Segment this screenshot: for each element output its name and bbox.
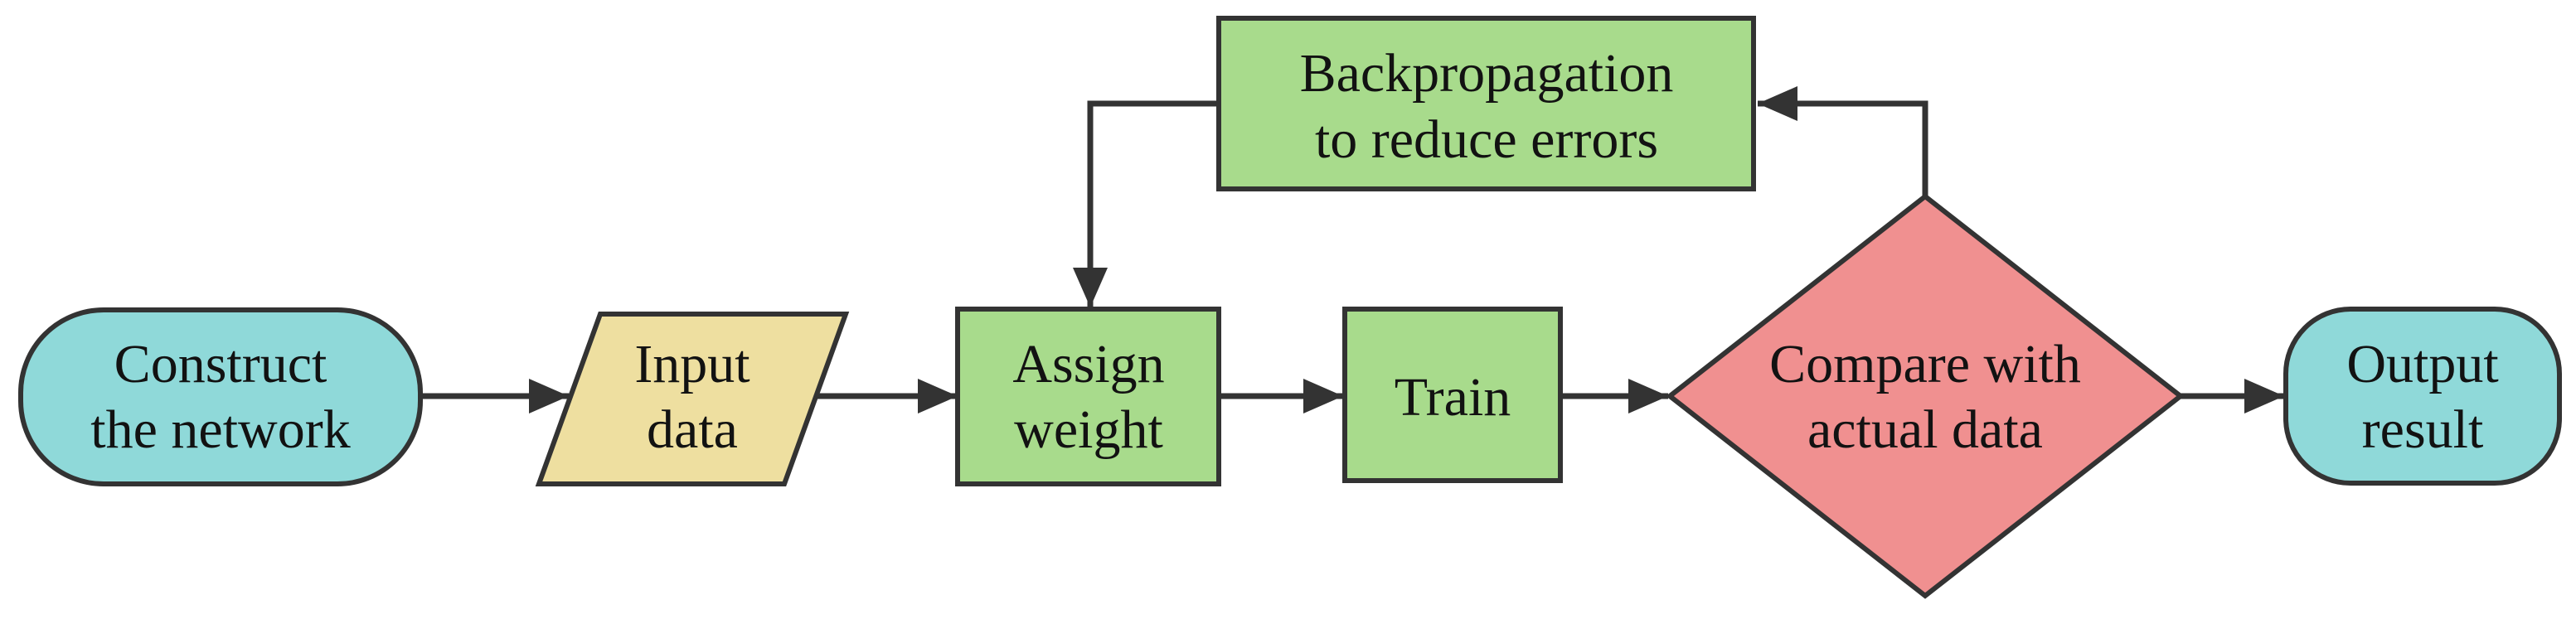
- backpropagation-label-line1: Backpropagation: [1300, 43, 1674, 104]
- node-construct-network: Construct the network: [18, 307, 423, 486]
- output-result-stadium-shape: [2283, 307, 2562, 486]
- construct-network-stadium-shape: [18, 307, 423, 486]
- train-label-line1: Train: [1395, 367, 1511, 428]
- input-data-label-line2: data: [647, 399, 738, 460]
- node-assign-weight: Assign weight: [955, 307, 1221, 486]
- node-train: Train: [1342, 307, 1563, 483]
- train-rect-shape: [1342, 307, 1563, 483]
- backpropagation-rect-shape: [1216, 16, 1756, 191]
- input-data-parallelogram-shape: [535, 312, 850, 486]
- edge-backpropagation-to-assign: [1073, 100, 1219, 307]
- node-backpropagation: Backpropagation to reduce errors: [1216, 16, 1756, 191]
- input-data-label-line1: Input: [634, 334, 750, 394]
- assign-weight-label-line2: weight: [1014, 399, 1163, 460]
- compare-label-line2: actual data: [1807, 399, 2043, 460]
- compare-diamond-shape: [1666, 193, 2185, 599]
- backpropagation-label-line2: to reduce errors: [1315, 109, 1658, 170]
- node-output-result: Output result: [2283, 307, 2562, 486]
- compare-label-line1: Compare with: [1769, 334, 2081, 394]
- assign-weight-label-line1: Assign: [1012, 334, 1164, 394]
- node-input-data: Input data: [535, 312, 850, 486]
- output-result-label-line2: result: [2362, 399, 2484, 460]
- construct-network-label-line1: Construct: [114, 334, 327, 394]
- construct-network-label-line2: the network: [90, 399, 350, 460]
- assign-weight-rect-shape: [955, 307, 1221, 486]
- output-result-label-line1: Output: [2346, 334, 2498, 394]
- edge-compare-to-backpropagation: [1758, 86, 1928, 196]
- node-compare-actual-data: Compare with actual data: [1666, 193, 2185, 599]
